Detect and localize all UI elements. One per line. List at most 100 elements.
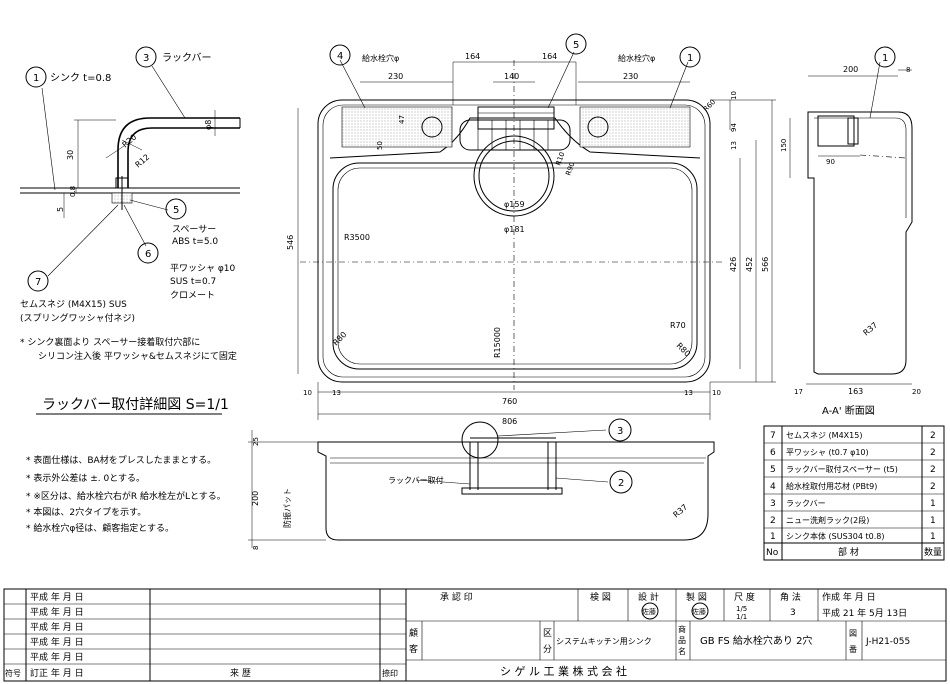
plan-dim-164a: 164	[465, 52, 480, 61]
rev-row-3: 平成 年 月 日	[30, 621, 84, 633]
product-label-3: 名	[678, 646, 686, 656]
plan-dim-230a: 230	[388, 72, 403, 81]
figure-label-2: 番	[849, 644, 857, 654]
plan-dim-546: 546	[286, 235, 295, 250]
draw-header: 製 図	[686, 591, 707, 603]
parts-no-2: 2	[770, 516, 776, 526]
design-stamp: 佐藤	[642, 607, 656, 616]
parts-qty-2: 1	[930, 516, 936, 526]
parts-name-6: 平ワッシャ (t0.7 φ10)	[786, 448, 869, 457]
parts-qty-5: 2	[930, 465, 936, 475]
section-balloon-1: 1	[882, 53, 888, 64]
kubun-label-1: 区	[543, 628, 552, 639]
parts-no-5: 5	[770, 465, 776, 475]
section-dim-200: 200	[843, 65, 858, 74]
label-washer: 平ワッシャ φ10	[170, 263, 236, 274]
rev-row-5: 平成 年 月 日	[30, 651, 84, 663]
design-header: 設 計	[638, 591, 659, 603]
plan-balloon-1: 1	[687, 53, 693, 64]
plan-dim-230b: 230	[623, 72, 638, 81]
dim-5: 5	[56, 207, 65, 212]
plan-r60: R60	[702, 98, 717, 113]
front-balloon-2: 2	[618, 478, 624, 489]
figure-number: J-H21-055	[865, 637, 910, 647]
plan-dim-10-bottom-left: 10	[303, 389, 312, 397]
plan-dim-13-right: 13	[730, 141, 738, 150]
scale-value-2: 1/1	[736, 613, 747, 621]
parts-no-6: 6	[770, 448, 776, 458]
customer-label-2: 客	[409, 643, 418, 655]
angle-value: 3	[790, 608, 796, 618]
draw-stamp: 佐藤	[692, 607, 706, 616]
rev-symbol-header: 符号	[5, 668, 21, 678]
approve-header: 承 認 印	[440, 591, 473, 603]
front-pad-label: 防振パット	[282, 488, 292, 528]
section-view: 1 200 8 150 90 R37 17 163 20 A-A' 断面図	[780, 46, 921, 417]
parts-list: 7 セムスネジ (M4X15) 2 6 平ワッシャ (t0.7 φ10) 2 5…	[763, 425, 945, 561]
plan-dim-760: 760	[502, 397, 517, 406]
label-rackbar: ラックバー	[162, 52, 212, 64]
rev-stamp-header: 捺印	[382, 668, 398, 678]
plan-dim-181: φ181	[504, 225, 525, 234]
scale-value-1: 1/5	[736, 605, 747, 613]
note-4: * 本図は、2穴タイプを示す。	[26, 506, 146, 518]
made-date: 平成 21 年 5月 13日	[822, 607, 907, 619]
parts-no-7: 7	[770, 431, 776, 441]
plan-balloon-4: 4	[337, 51, 343, 62]
label-washer-spec: SUS t=0.7	[170, 277, 216, 287]
plan-hole-right-label: 給水栓穴φ	[618, 53, 655, 63]
plan-dim-10-top: 10	[730, 91, 738, 100]
section-dim-90: 90	[826, 158, 835, 166]
parts-name-2: ニュー洗剤ラック(2段)	[786, 515, 869, 525]
plan-r10: R10	[554, 151, 566, 167]
check-header: 検 図	[590, 591, 611, 603]
plan-dim-452: 452	[745, 257, 754, 272]
angle-header: 角 法	[780, 591, 801, 603]
front-r37: R37	[672, 503, 690, 520]
parts-qty-6: 2	[930, 448, 936, 458]
parts-name-1: シンク本体 (SUS304 t0.8)	[786, 531, 884, 541]
plan-dim-10-bottom-right: 10	[712, 389, 721, 397]
plan-dim-806: 806	[502, 417, 517, 426]
parts-name-5: ラックバー取付スペーサー (t5)	[786, 464, 898, 474]
parts-qty-4: 2	[930, 482, 936, 492]
label-screw: セムスネジ (M4X15) SUS	[20, 299, 127, 310]
made-header: 作成 年 月 日	[822, 591, 876, 603]
label-washer-finish: クロメート	[170, 290, 215, 301]
parts-name-4: 給水栓取付用芯材 (PBt9)	[786, 481, 877, 491]
plan-dim-566: 566	[761, 257, 770, 272]
parts-no-4: 4	[770, 482, 776, 492]
balloon-7: 7	[35, 277, 41, 288]
plan-dim-164b: 164	[542, 52, 557, 61]
front-dim-25: 25	[252, 437, 260, 446]
parts-no-1: 1	[770, 532, 776, 542]
plan-view: 4 5 1 給水栓穴φ 給水栓穴φ 230 164 164 140 230 47…	[286, 33, 776, 426]
dim-08: 0.8	[69, 186, 77, 197]
rev-row-4: 平成 年 月 日	[30, 636, 84, 648]
section-dim-163: 163	[848, 387, 863, 396]
product-value: GB FS 給水栓穴あり 2穴	[700, 634, 812, 647]
product-label-2: 品	[678, 636, 686, 645]
balloon-6: 6	[145, 249, 151, 260]
product-label-1: 商	[678, 624, 686, 634]
kubun-label-2: 分	[543, 644, 552, 655]
plan-dim-47: 47	[398, 115, 406, 124]
company-name: シ ゲ ル 工 業 株 式 会 社	[500, 664, 627, 678]
kubun-value: システムキッチン用シンク	[556, 637, 652, 646]
balloon-1: 1	[33, 73, 39, 84]
parts-no-3: 3	[770, 499, 776, 509]
label-spacer: スペーサー	[172, 224, 216, 235]
front-view: 3 2 ラックバー取付 防振パット 25 200 8 R37	[248, 418, 715, 550]
rev-row-2: 平成 年 月 日	[30, 606, 84, 618]
parts-qty-1: 1	[930, 532, 936, 542]
label-spacer-spec: ABS t=5.0	[172, 237, 218, 247]
general-notes: * 表面仕様は、BA材をプレスしたままとする。 * 表示外公差は ±. 0とする…	[26, 454, 226, 534]
plan-r80-right: R80	[675, 341, 693, 359]
front-dim-8: 8	[252, 546, 260, 550]
plan-r3500: R3500	[344, 233, 370, 242]
plan-dim-13-bottom-left: 13	[332, 389, 341, 397]
section-dim-20: 20	[912, 388, 921, 396]
front-dim-200: 200	[251, 491, 260, 506]
plan-dim-140: 140	[504, 72, 519, 81]
